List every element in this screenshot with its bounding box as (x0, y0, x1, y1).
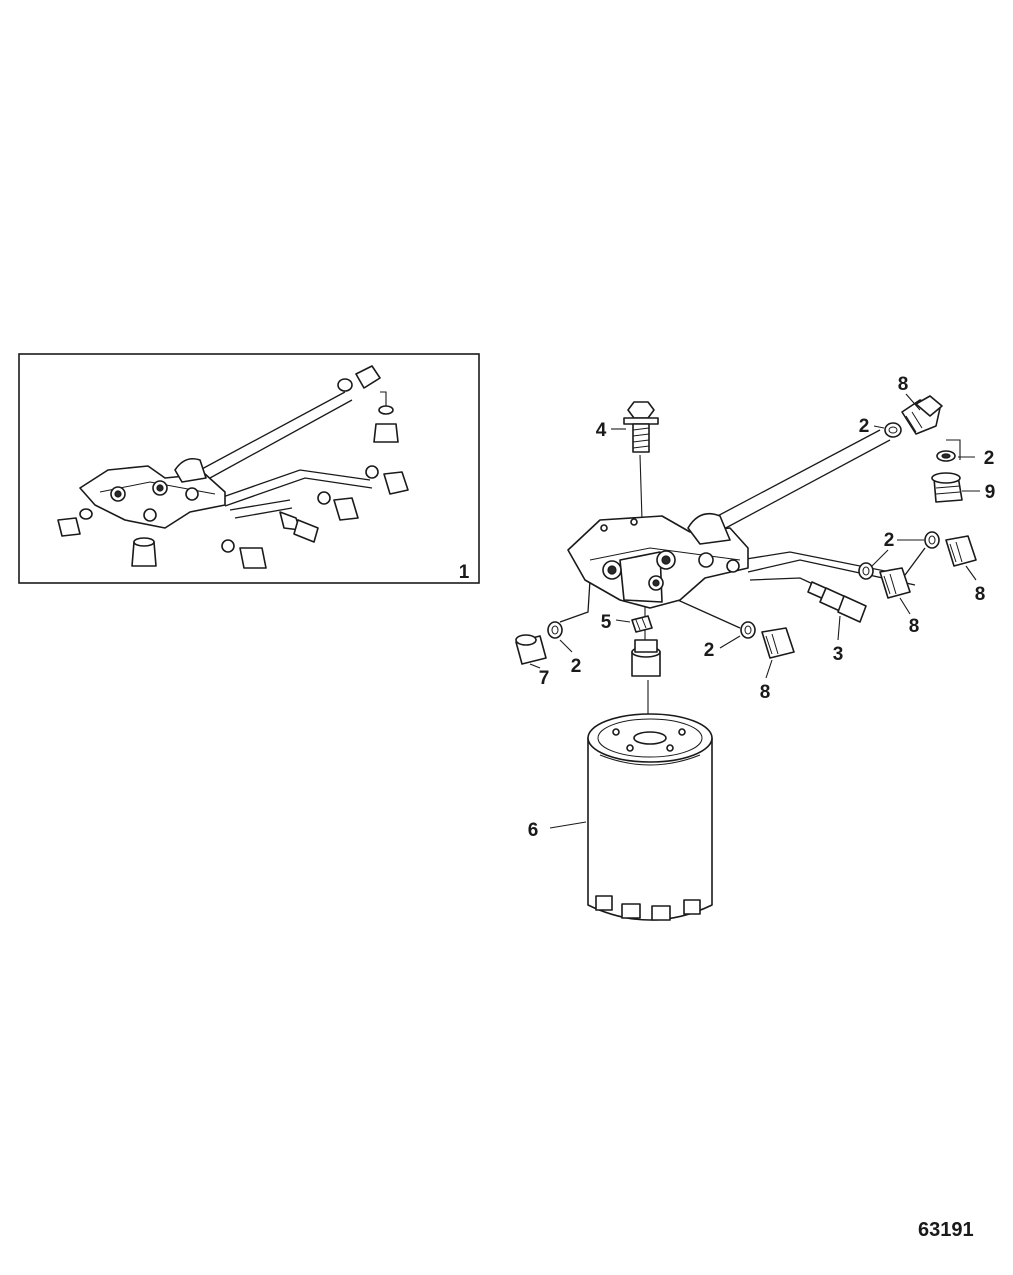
sensor-part-3 (807, 581, 867, 623)
leader-7 (529, 663, 541, 669)
bolt-part-4 (623, 401, 659, 453)
washer-part-2-topright (936, 450, 956, 462)
callout-8-bottom: 8 (760, 682, 771, 703)
inset-hose-lower (229, 499, 293, 519)
callout-5: 5 (601, 612, 612, 633)
hose-upper-b (721, 439, 891, 531)
inset-leader (380, 391, 387, 408)
callout-2-topleft: 2 (859, 416, 870, 437)
fitting-part-5 (631, 615, 653, 633)
hose-left (559, 579, 591, 623)
bolt-axis-line (639, 454, 643, 521)
plug-axis-line (946, 439, 961, 460)
callout-8-top: 8 (898, 374, 909, 395)
callout-labels: 8 2 2 9 4 2 8 8 3 5 2 8 7 2 6 (528, 374, 996, 841)
callout-8-midright: 8 (909, 616, 920, 637)
callout-2-left: 2 (571, 656, 582, 677)
plug-part-9 (931, 472, 963, 503)
leader-8-right (965, 565, 977, 581)
callout-2-topright: 2 (984, 448, 995, 469)
washer-part-2-left (547, 621, 563, 639)
washer-part-2-lower (740, 621, 756, 639)
washer-part-2-midright (924, 531, 940, 549)
leader-8-bottom (765, 659, 773, 679)
hose-right-a (739, 547, 926, 576)
leader-8-midright (899, 597, 911, 615)
filter-nipple (631, 639, 661, 677)
figure-number: 63191 (918, 1219, 974, 1241)
inset-view: 1 (18, 353, 480, 584)
leader-2-lower (719, 635, 741, 649)
plug-part-7 (515, 634, 547, 665)
callout-8-right: 8 (975, 584, 986, 605)
leader-8-top (905, 393, 921, 411)
inset-hose-middle (219, 469, 373, 507)
fitting-part-8-top (901, 395, 943, 435)
hose-sensor (749, 577, 816, 586)
inset-frame (18, 353, 480, 584)
leader-6 (549, 821, 587, 829)
callout-leaders (529, 393, 980, 829)
inset-callout-1: 1 (459, 562, 470, 583)
inset-fittings (57, 365, 409, 569)
fitting-part-8-right (945, 535, 977, 567)
leader-3 (837, 615, 841, 641)
callout-3: 3 (833, 644, 844, 665)
washer-part-2-mid (858, 562, 874, 580)
callout-2-lower: 2 (704, 640, 715, 661)
washer-part-2-topleft (884, 422, 902, 438)
callout-7: 7 (539, 668, 550, 689)
inset-manifold (79, 457, 226, 529)
callout-2-midright: 2 (884, 530, 895, 551)
fitting-part-8-bottom (761, 627, 795, 659)
callout-6: 6 (528, 820, 539, 841)
leader-2-mid (871, 549, 889, 567)
leader-2-topleft (873, 425, 885, 429)
hose-right-b (747, 559, 916, 586)
callout-9: 9 (985, 482, 996, 503)
callout-4: 4 (596, 420, 607, 441)
fitting-part-8-midright (879, 567, 911, 599)
leader-5 (615, 619, 631, 623)
hose-upper-a (709, 429, 881, 521)
filter-adapter-manifold (567, 512, 749, 609)
oil-filter-part-6 (587, 713, 713, 921)
inset-hose-upper (199, 391, 353, 479)
leader-2-left (559, 639, 573, 653)
